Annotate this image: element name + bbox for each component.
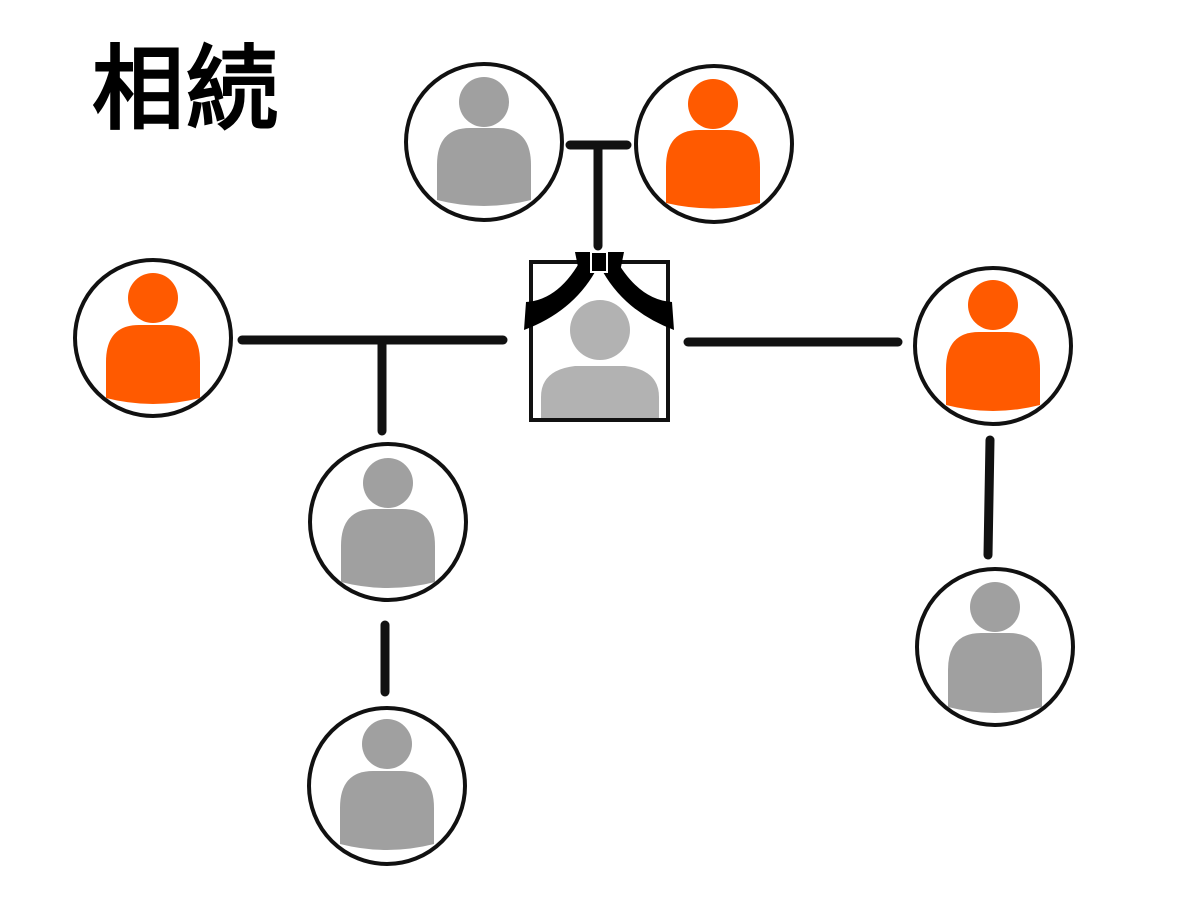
page-title: 相続 — [92, 36, 281, 143]
sibling-to-nephew-line — [983, 435, 995, 560]
person-icon — [946, 280, 1040, 411]
person-icon — [106, 273, 200, 404]
person-node-nephew — [915, 567, 1075, 727]
person-icon — [948, 582, 1042, 713]
deceased-portrait-node — [524, 251, 674, 422]
person-icon — [341, 458, 435, 588]
person-node-child — [308, 442, 468, 602]
person-node-spouse — [73, 258, 233, 418]
person-icon — [340, 719, 434, 850]
person-node-grandfather — [404, 62, 564, 222]
mourning-ribbon-icon — [524, 251, 674, 330]
person-node-sibling — [913, 266, 1073, 426]
person-node-grandchild — [307, 706, 467, 866]
person-icon — [437, 77, 531, 206]
connector-lines — [237, 140, 995, 697]
person-icon — [666, 79, 760, 209]
memorial-portrait-icon — [541, 300, 659, 418]
person-node-grandmother — [634, 64, 794, 224]
